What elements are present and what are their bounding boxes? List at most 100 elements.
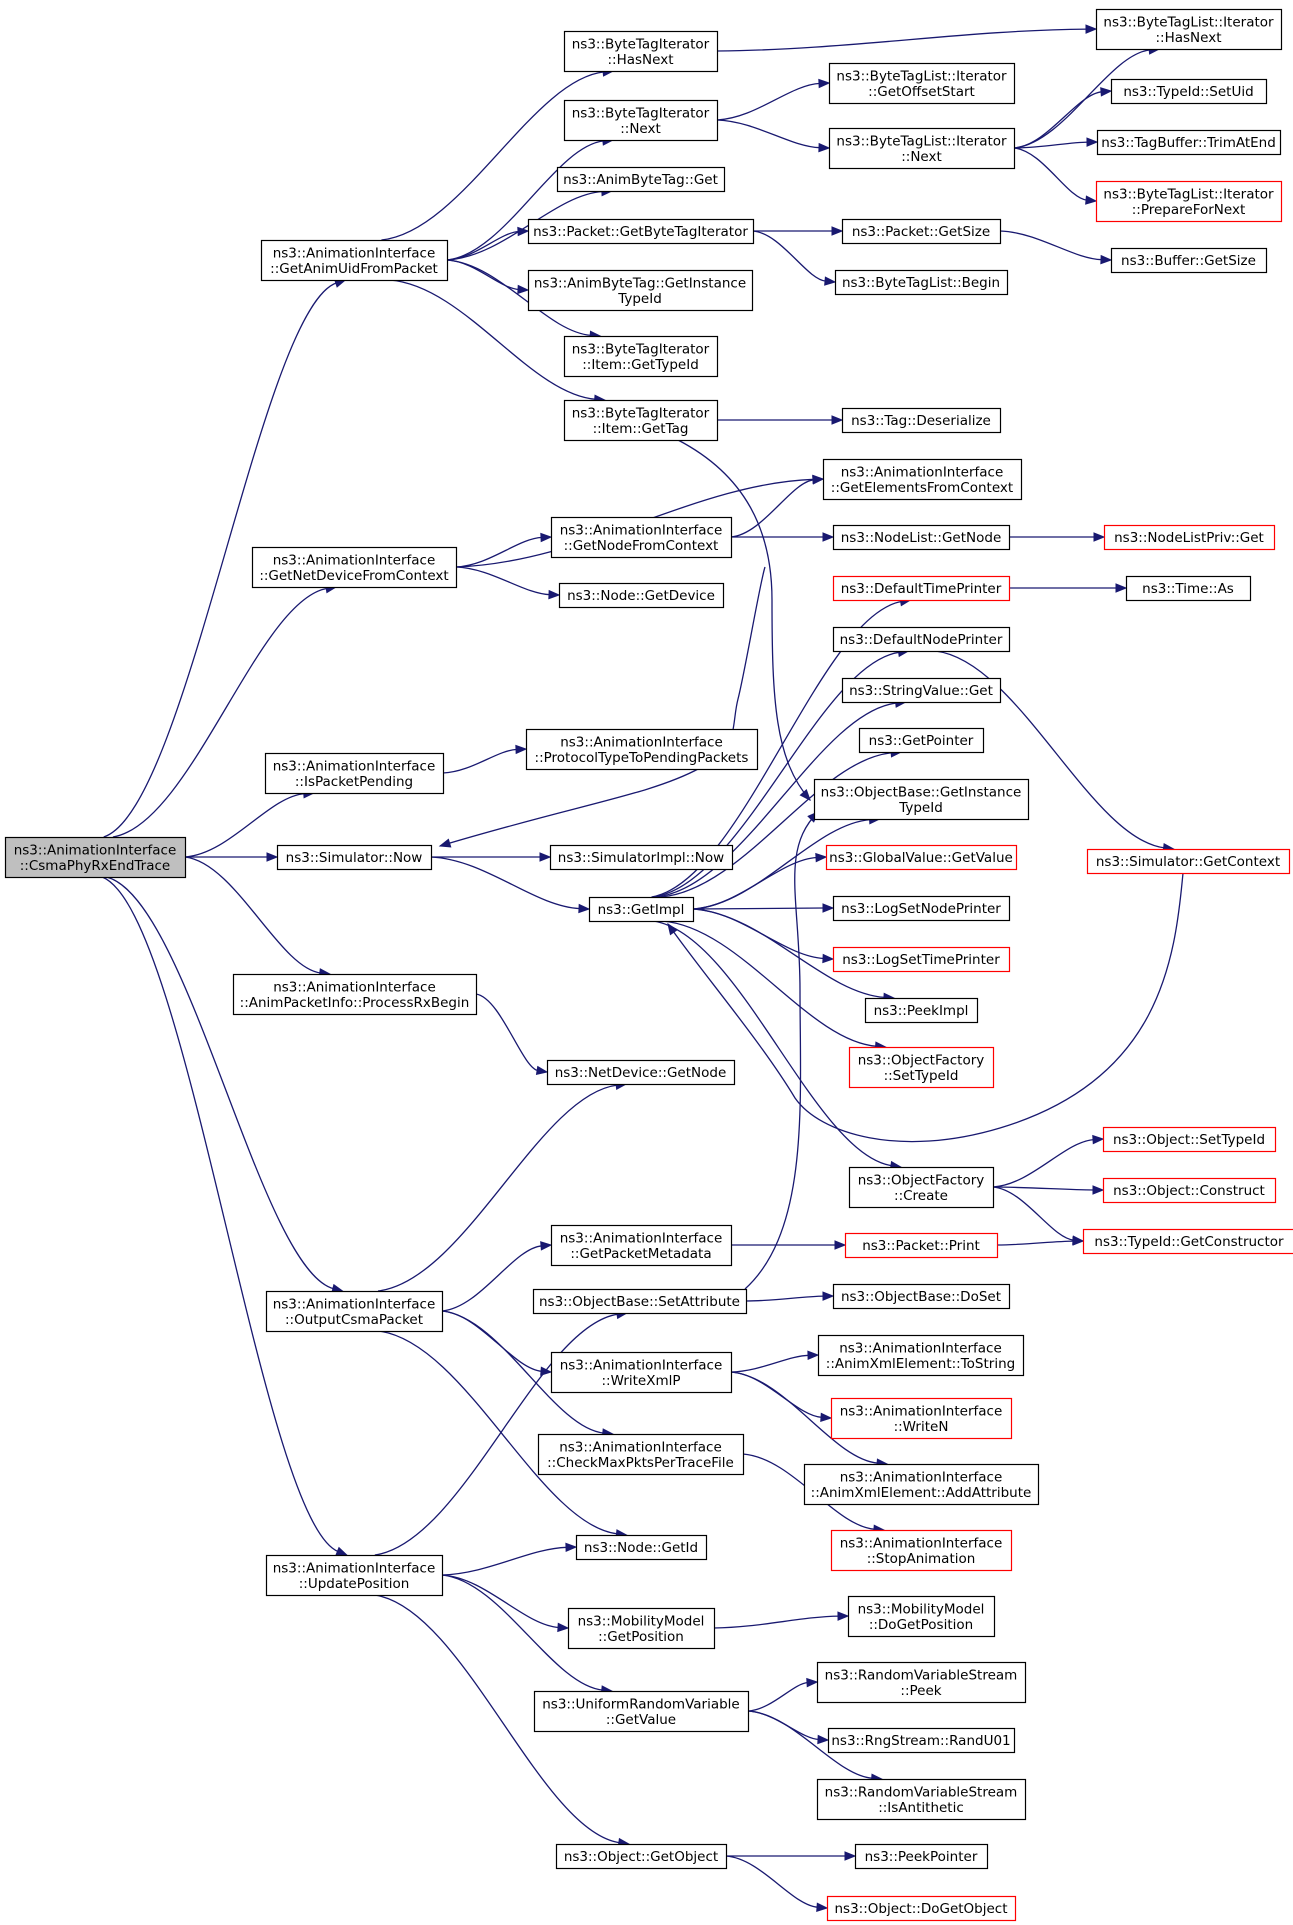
node-axeAddAttr[interactable]: ns3::AnimationInterface::AnimXmlElement:… <box>803 1463 1040 1506</box>
node-nodeGetDevice[interactable]: ns3::Node::GetDevice <box>558 582 725 609</box>
node-pktGetSize[interactable]: ns3::Packet::GetSize <box>841 218 1002 245</box>
node-protoType[interactable]: ns3::AnimationInterface::ProtocolTypeToP… <box>525 728 759 771</box>
node-peekPointer[interactable]: ns3::PeekPointer <box>854 1843 989 1870</box>
node-checkMax[interactable]: ns3::AnimationInterface::CheckMaxPktsPer… <box>537 1433 745 1476</box>
node-box <box>550 516 733 559</box>
node-urvGetValue[interactable]: ns3::UniformRandomVariable::GetValue <box>533 1690 750 1733</box>
node-btlOffset[interactable]: ns3::ByteTagList::Iterator::GetOffsetSta… <box>828 62 1016 105</box>
node-label-line: ::AnimPacketInfo::ProcessRxBegin <box>240 995 470 1011</box>
node-simGetCtx[interactable]: ns3::Simulator::GetContext <box>1086 848 1291 875</box>
node-nodeGetId[interactable]: ns3::Node::GetId <box>575 1534 708 1561</box>
node-tagDeser[interactable]: ns3::Tag::Deserialize <box>841 407 1002 434</box>
node-box <box>813 778 1030 821</box>
node-isPending[interactable]: ns3::AnimationInterface::IsPacketPending <box>264 752 445 795</box>
node-obSetAttr[interactable]: ns3::ObjectBase::SetAttribute <box>532 1288 748 1315</box>
node-ofSetType[interactable]: ns3::ObjectFactory::SetTypeId <box>848 1046 995 1089</box>
node-getNetDev[interactable]: ns3::AnimationInterface::GetNetDeviceFro… <box>251 546 458 589</box>
node-box <box>537 1433 745 1476</box>
node-btlPrepare[interactable]: ns3::ByteTagList::Iterator::PrepareForNe… <box>1095 180 1283 223</box>
node-getElemCtx[interactable]: ns3::AnimationInterface::GetElementsFrom… <box>822 458 1023 501</box>
call-edge-btiHasNext-to-btlHasNext <box>716 24 1098 52</box>
node-getPointer[interactable]: ns3::GetPointer <box>858 727 985 754</box>
node-objGetObject[interactable]: ns3::Object::GetObject <box>555 1843 728 1870</box>
node-btlNext[interactable]: ns3::ByteTagList::Iterator::Next <box>828 127 1016 170</box>
node-box <box>555 1843 728 1870</box>
node-logSetTime[interactable]: ns3::LogSetTimePrinter <box>832 946 1011 973</box>
node-getImpl[interactable]: ns3::GetImpl <box>588 896 695 923</box>
node-getNodeFromCtx[interactable]: ns3::AnimationInterface::GetNodeFromCont… <box>550 516 733 559</box>
node-pktGetBTI[interactable]: ns3::Packet::GetByteTagIterator <box>527 218 755 245</box>
node-timeAs[interactable]: ns3::Time::As <box>1125 575 1252 602</box>
node-outputCsma[interactable]: ns3::AnimationInterface::OutputCsmaPacke… <box>265 1290 444 1333</box>
node-pktPrint[interactable]: ns3::Packet::Print <box>844 1232 999 1259</box>
node-box <box>265 1554 444 1597</box>
node-logSetNode[interactable]: ns3::LogSetNodePrinter <box>832 895 1011 922</box>
node-label-line: ::GetNetDeviceFromContext <box>259 568 448 584</box>
node-label-line: ns3::DefaultTimePrinter <box>841 581 1002 597</box>
node-defNodePr[interactable]: ns3::DefaultNodePrinter <box>832 626 1011 653</box>
node-label-line: ns3::AnimationInterface <box>273 552 436 568</box>
node-btiItemTag[interactable]: ns3::ByteTagIterator::Item::GetTag <box>563 399 719 442</box>
node-ofCreate[interactable]: ns3::ObjectFactory::Create <box>848 1166 995 1209</box>
node-box <box>827 1727 1016 1754</box>
node-label-line: ns3::TypeId::SetUid <box>1123 84 1253 100</box>
node-axeToString[interactable]: ns3::AnimationInterface::AnimXmlElement:… <box>817 1334 1025 1377</box>
node-box <box>550 1351 733 1394</box>
node-processRx[interactable]: ns3::AnimationInterface::AnimPacketInfo:… <box>232 973 478 1016</box>
node-getAnimUid[interactable]: ns3::AnimationInterface::GetAnimUidFromP… <box>260 239 449 282</box>
node-typeSetUid[interactable]: ns3::TypeId::SetUid <box>1110 78 1268 105</box>
call-edge-btlNext-to-btlPrepare <box>1013 147 1098 205</box>
node-objDoGet[interactable]: ns3::Object::DoGetObject <box>826 1895 1017 1922</box>
node-btlBegin[interactable]: ns3::ByteTagList::Begin <box>834 269 1009 296</box>
node-simImplNow[interactable]: ns3::SimulatorImpl::Now <box>549 844 734 871</box>
node-btiItemType[interactable]: ns3::ByteTagIterator::Item::GetTypeId <box>563 335 719 378</box>
node-writeN[interactable]: ns3::AnimationInterface::WriteN <box>830 1397 1013 1440</box>
node-typeGetCtor[interactable]: ns3::TypeId::GetConstructor <box>1082 1228 1293 1255</box>
node-box <box>563 335 719 378</box>
node-box <box>563 399 719 442</box>
node-nlGetNode[interactable]: ns3::NodeList::GetNode <box>832 524 1011 551</box>
node-label-line: ::Next <box>901 149 942 165</box>
call-edge-root-to-getNetDev <box>112 583 338 838</box>
node-stopAnim[interactable]: ns3::AnimationInterface::StopAnimation <box>830 1529 1013 1572</box>
node-label-line: ::IsAntithetic <box>878 1800 964 1816</box>
node-strValGet[interactable]: ns3::StringValue::Get <box>841 677 1002 704</box>
node-box <box>567 1607 716 1650</box>
node-rvsAnti[interactable]: ns3::RandomVariableStream::IsAntithetic <box>816 1778 1027 1821</box>
node-box <box>563 99 719 142</box>
node-tagBufTrim[interactable]: ns3::TagBuffer::TrimAtEnd <box>1096 129 1282 156</box>
node-btiHasNext[interactable]: ns3::ByteTagIterator::HasNext <box>563 30 719 73</box>
node-label-line: ::HasNext <box>1155 30 1221 46</box>
node-btiNext[interactable]: ns3::ByteTagIterator::Next <box>563 99 719 142</box>
node-label-line: ::GetAnimUidFromPacket <box>270 261 438 277</box>
node-bufGetSize[interactable]: ns3::Buffer::GetSize <box>1110 247 1268 274</box>
node-abtGet[interactable]: ns3::AnimByteTag::Get <box>556 166 726 193</box>
node-rvsPeek[interactable]: ns3::RandomVariableStream::Peek <box>816 1661 1027 1704</box>
node-ndGetNode[interactable]: ns3::NetDevice::GetNode <box>546 1059 736 1086</box>
node-getPktMeta[interactable]: ns3::AnimationInterface::GetPacketMetada… <box>550 1224 733 1267</box>
node-simNow[interactable]: ns3::Simulator::Now <box>276 844 433 871</box>
node-mmDoGetPos[interactable]: ns3::MobilityModel::DoGetPosition <box>847 1595 996 1638</box>
node-writeXmlP[interactable]: ns3::AnimationInterface::WriteXmlP <box>550 1351 733 1394</box>
node-label-line: ns3::ByteTagList::Iterator <box>836 133 1007 149</box>
node-mmGetPos[interactable]: ns3::MobilityModel::GetPosition <box>567 1607 716 1650</box>
node-rngRand[interactable]: ns3::RngStream::RandU01 <box>827 1727 1016 1754</box>
node-defTimePr[interactable]: ns3::DefaultTimePrinter <box>832 575 1011 602</box>
node-objConstruct[interactable]: ns3::Object::Construct <box>1102 1177 1277 1204</box>
node-label-line: ns3::AnimationInterface <box>273 245 436 261</box>
call-edge-ofCreate-to-objConstruct <box>992 1185 1105 1195</box>
node-root[interactable]: ns3::AnimationInterface::CsmaPhyRxEndTra… <box>4 836 187 879</box>
call-edge-defTimePr-to-timeAs <box>1008 583 1128 593</box>
node-box <box>822 458 1023 501</box>
node-peekImpl[interactable]: ns3::PeekImpl <box>864 997 979 1024</box>
node-obDoSet[interactable]: ns3::ObjectBase::DoSet <box>832 1283 1011 1310</box>
node-nlpGet[interactable]: ns3::NodeListPriv::Get <box>1103 524 1276 551</box>
node-gvGetValue[interactable]: ns3::GlobalValue::GetValue <box>825 844 1018 871</box>
node-objSetType[interactable]: ns3::Object::SetTypeId <box>1102 1126 1277 1153</box>
node-btlHasNext[interactable]: ns3::ByteTagList::Iterator::HasNext <box>1095 8 1283 51</box>
node-label-line: ns3::PeekPointer <box>865 1849 978 1865</box>
node-updatePos[interactable]: ns3::AnimationInterface::UpdatePosition <box>265 1554 444 1597</box>
